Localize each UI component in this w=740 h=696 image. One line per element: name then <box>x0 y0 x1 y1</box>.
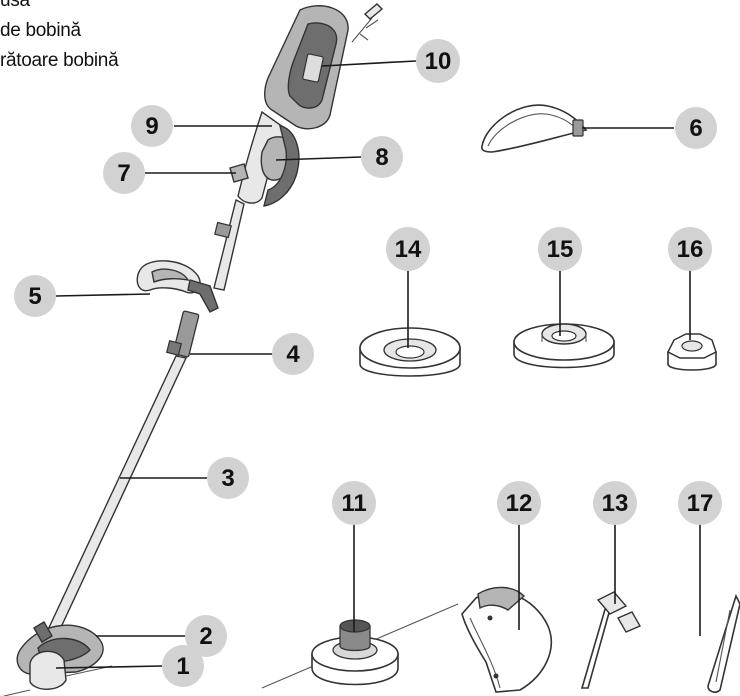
callout-5-label: 5 <box>28 283 41 310</box>
callout-11-label: 11 <box>341 490 366 517</box>
legend-line-3: rătoare bobină <box>0 50 119 71</box>
trimmer-assembly <box>3 3 384 696</box>
callout-14: 14 <box>386 227 430 271</box>
callout-11: 11 <box>332 481 376 525</box>
housing-window <box>302 53 324 83</box>
callout-9-label: 9 <box>145 113 158 140</box>
lower-shaft <box>45 355 188 639</box>
trim-line-left <box>3 689 31 696</box>
rod <box>707 593 740 693</box>
lock-button <box>229 163 249 183</box>
legend-line-2: de bobină <box>0 20 81 41</box>
callout-4-label: 4 <box>286 341 300 368</box>
leader-lines <box>55 60 701 669</box>
callout-4: 4 <box>272 333 314 375</box>
callout-1-label: 1 <box>176 653 189 680</box>
callout-3-label: 3 <box>221 465 234 492</box>
callout-3: 3 <box>207 457 249 499</box>
callout-15: 15 <box>538 227 582 271</box>
callout-16-label: 16 <box>677 236 704 263</box>
coupling-knob <box>165 339 183 357</box>
legend-line-1: usă <box>0 0 30 11</box>
callout-2: 2 <box>185 615 227 657</box>
callout-6-label: 6 <box>689 115 702 142</box>
callout-17-label: 17 <box>687 490 714 517</box>
head-bracket <box>33 621 53 643</box>
callout-7: 7 <box>103 152 145 194</box>
guard-cover <box>461 586 553 693</box>
callout-8: 8 <box>361 136 403 178</box>
hex-nut <box>666 333 717 371</box>
callout-12: 12 <box>497 481 541 525</box>
callout-12-label: 12 <box>506 490 533 517</box>
callout-1: 1 <box>162 645 204 687</box>
callout-13: 13 <box>593 481 637 525</box>
flange-washer <box>359 327 461 377</box>
callout-15-label: 15 <box>547 236 574 263</box>
callout-2-label: 2 <box>199 623 212 650</box>
callout-6: 6 <box>675 107 717 149</box>
power-cord <box>351 5 381 43</box>
callout-7-label: 7 <box>117 160 130 187</box>
callout-16: 16 <box>668 227 712 271</box>
callout-13-label: 13 <box>602 490 629 517</box>
spool <box>261 603 459 689</box>
shoulder-strap <box>481 104 588 153</box>
callout-10: 10 <box>416 39 460 83</box>
aux-handle-inner <box>151 268 190 283</box>
shaft-collar <box>214 221 232 239</box>
callout-8-label: 8 <box>375 144 388 171</box>
callout-10-label: 10 <box>425 48 452 75</box>
spanner-tool <box>580 591 641 689</box>
trigger-housing <box>263 125 300 207</box>
cup-washer <box>513 323 615 369</box>
callout-9: 9 <box>131 105 173 147</box>
legend-text: usă de bobină rătoare bobină <box>0 0 119 76</box>
power-cord-plug <box>363 3 384 20</box>
motor-head <box>29 650 67 690</box>
callout-5: 5 <box>14 275 56 317</box>
callout-17: 17 <box>678 481 722 525</box>
aux-handle-clamp <box>187 279 219 313</box>
upper-shaft <box>213 198 245 291</box>
callout-14-label: 14 <box>395 236 422 263</box>
